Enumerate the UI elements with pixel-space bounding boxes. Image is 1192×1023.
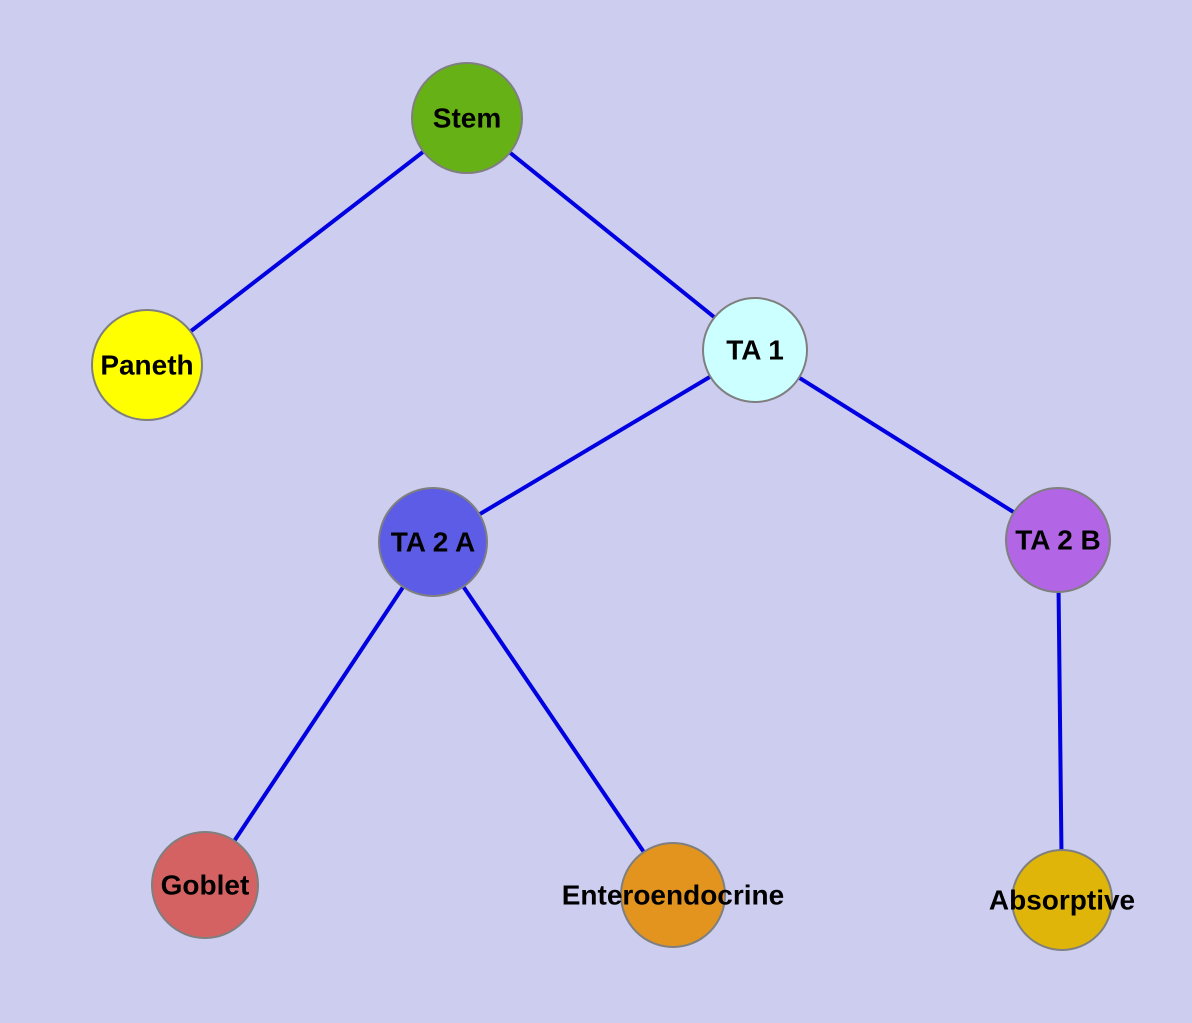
- node-ta1[interactable]: [702, 297, 808, 403]
- node-absorptive[interactable]: [1011, 849, 1113, 951]
- edge-stem-ta1: [465, 116, 757, 352]
- edge-ta1-ta2a: [431, 348, 757, 544]
- node-ta2b[interactable]: [1005, 487, 1111, 593]
- node-ta2a[interactable]: [378, 487, 488, 597]
- nodes-layer: [91, 62, 1113, 951]
- node-enteroendocrine[interactable]: [620, 842, 726, 948]
- node-paneth[interactable]: [91, 309, 203, 421]
- edge-ta2b-absorptive: [1056, 538, 1064, 902]
- node-stem[interactable]: [411, 62, 523, 174]
- edge-ta2a-enteroendocrine: [431, 540, 675, 897]
- edge-ta2a-goblet: [203, 540, 435, 887]
- edges-layer: [145, 116, 1064, 902]
- node-goblet[interactable]: [151, 831, 259, 939]
- edge-stem-paneth: [145, 116, 469, 367]
- edge-ta1-ta2b: [753, 348, 1060, 542]
